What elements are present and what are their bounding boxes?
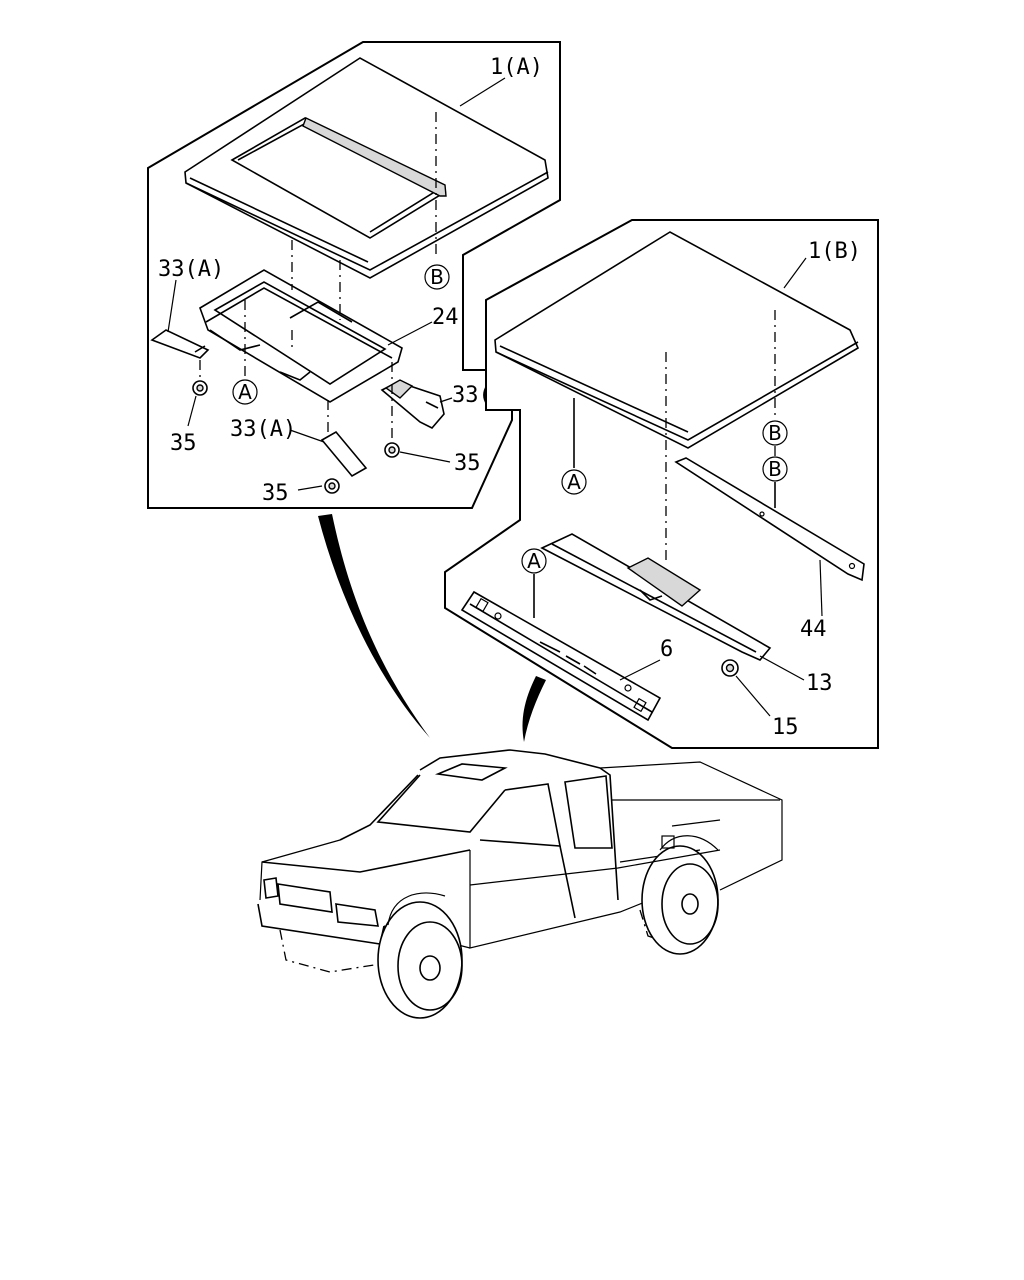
callout-15: 15	[772, 715, 799, 740]
svg-text:A: A	[567, 470, 581, 494]
roof-bow-13	[540, 533, 772, 661]
svg-text:B: B	[768, 457, 782, 481]
clip-15	[721, 659, 739, 677]
callout-1a: 1(A)	[490, 55, 543, 80]
ref-marker-a-right-roof: A	[561, 469, 587, 495]
ref-marker-b-right-rail: B	[762, 456, 788, 482]
left-panel-sunroof: B A 1(A) 33(A) 24 33(C) 33(A) 35 35 35	[147, 41, 561, 509]
side-rail-44	[674, 457, 865, 582]
callout-35-bottom: 35	[262, 481, 289, 506]
svg-text:B: B	[768, 421, 782, 445]
ref-marker-b-right-roof: B	[762, 420, 788, 446]
svg-text:A: A	[527, 549, 541, 573]
callout-33a-left: 33(A)	[158, 257, 224, 282]
sunroof-frame	[199, 269, 403, 403]
nut-35-right	[384, 442, 400, 458]
callout-35-right: 35	[454, 451, 481, 476]
pickup-truck	[257, 749, 783, 1019]
callout-13: 13	[806, 671, 833, 696]
front-header-rail-6	[460, 590, 662, 722]
ref-marker-a-right-header: A	[521, 548, 547, 574]
connector-arcs	[318, 514, 546, 742]
svg-text:B: B	[430, 265, 444, 289]
bracket-33a-lower	[320, 430, 368, 478]
roof-panel-standard	[494, 231, 860, 449]
roof-panel-sunroof	[184, 57, 549, 279]
ref-marker-b-left: B	[424, 264, 450, 290]
bracket-33a-left	[150, 329, 210, 359]
callout-1b: 1(B)	[808, 239, 861, 264]
callout-44: 44	[800, 617, 827, 642]
svg-text:A: A	[238, 380, 252, 404]
right-panel-standard: A B B A 1(B) 6 44 13 15	[444, 219, 879, 749]
ref-marker-a-left: A	[232, 379, 258, 405]
callout-6: 6	[660, 637, 673, 662]
callout-24: 24	[432, 305, 459, 330]
callout-35-left: 35	[170, 431, 197, 456]
nut-35-left	[192, 380, 208, 396]
callout-33a-lower: 33(A)	[230, 417, 296, 442]
nut-35-bottom	[324, 478, 340, 494]
